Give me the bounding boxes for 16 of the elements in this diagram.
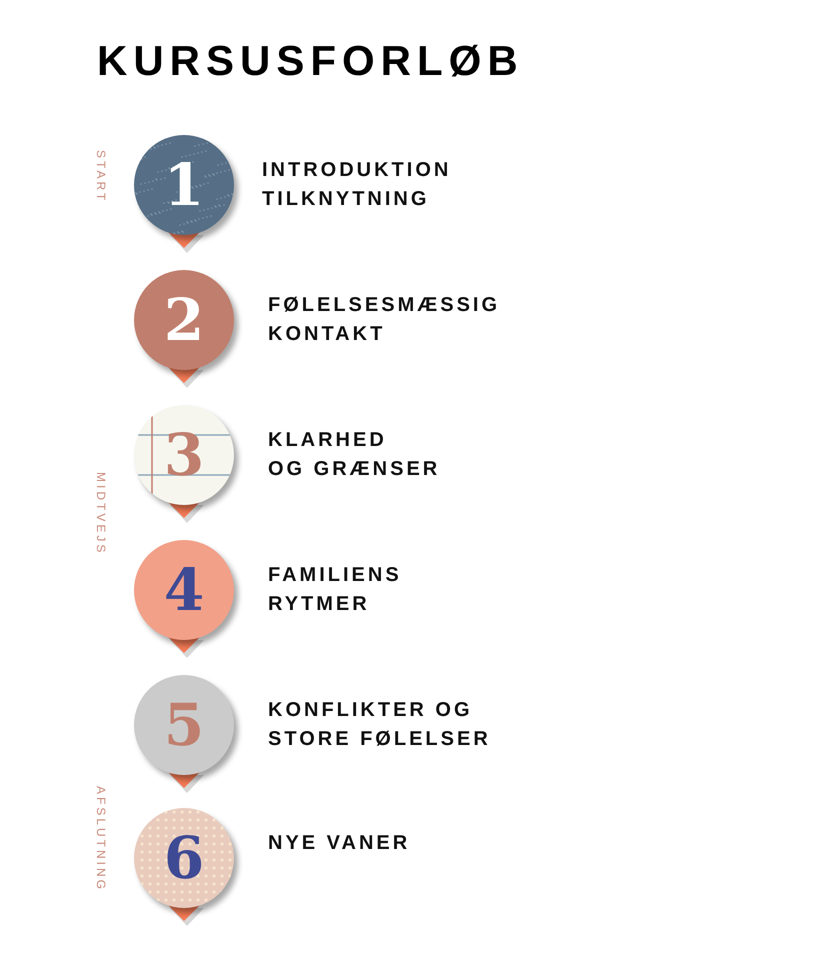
step-title: FAMILIENS RYTMER: [268, 563, 403, 617]
step-title: KLARHED OG GRÆNSER: [268, 428, 442, 482]
step-number: 3: [164, 426, 204, 484]
step-title: KONFLIKTER OG STORE FØLELSER: [268, 698, 492, 752]
step-title: INTRODUKTION TILKNYTNING: [262, 158, 452, 212]
title: KURSUSFORLØB: [97, 40, 524, 82]
step-title: NYE VANER: [268, 831, 412, 856]
phase-label: AFSLUTNING: [95, 786, 107, 892]
phase-label: MIDTVEJS: [95, 472, 107, 556]
step-number: 2: [164, 291, 204, 349]
phase-label: START: [95, 150, 107, 204]
step-number: 1: [164, 156, 204, 214]
step-number: 6: [164, 829, 204, 887]
step-number: 4: [164, 561, 204, 619]
step-number: 5: [164, 696, 204, 754]
step-title: FØLELSESMÆSSIG KONTAKT: [268, 293, 502, 347]
